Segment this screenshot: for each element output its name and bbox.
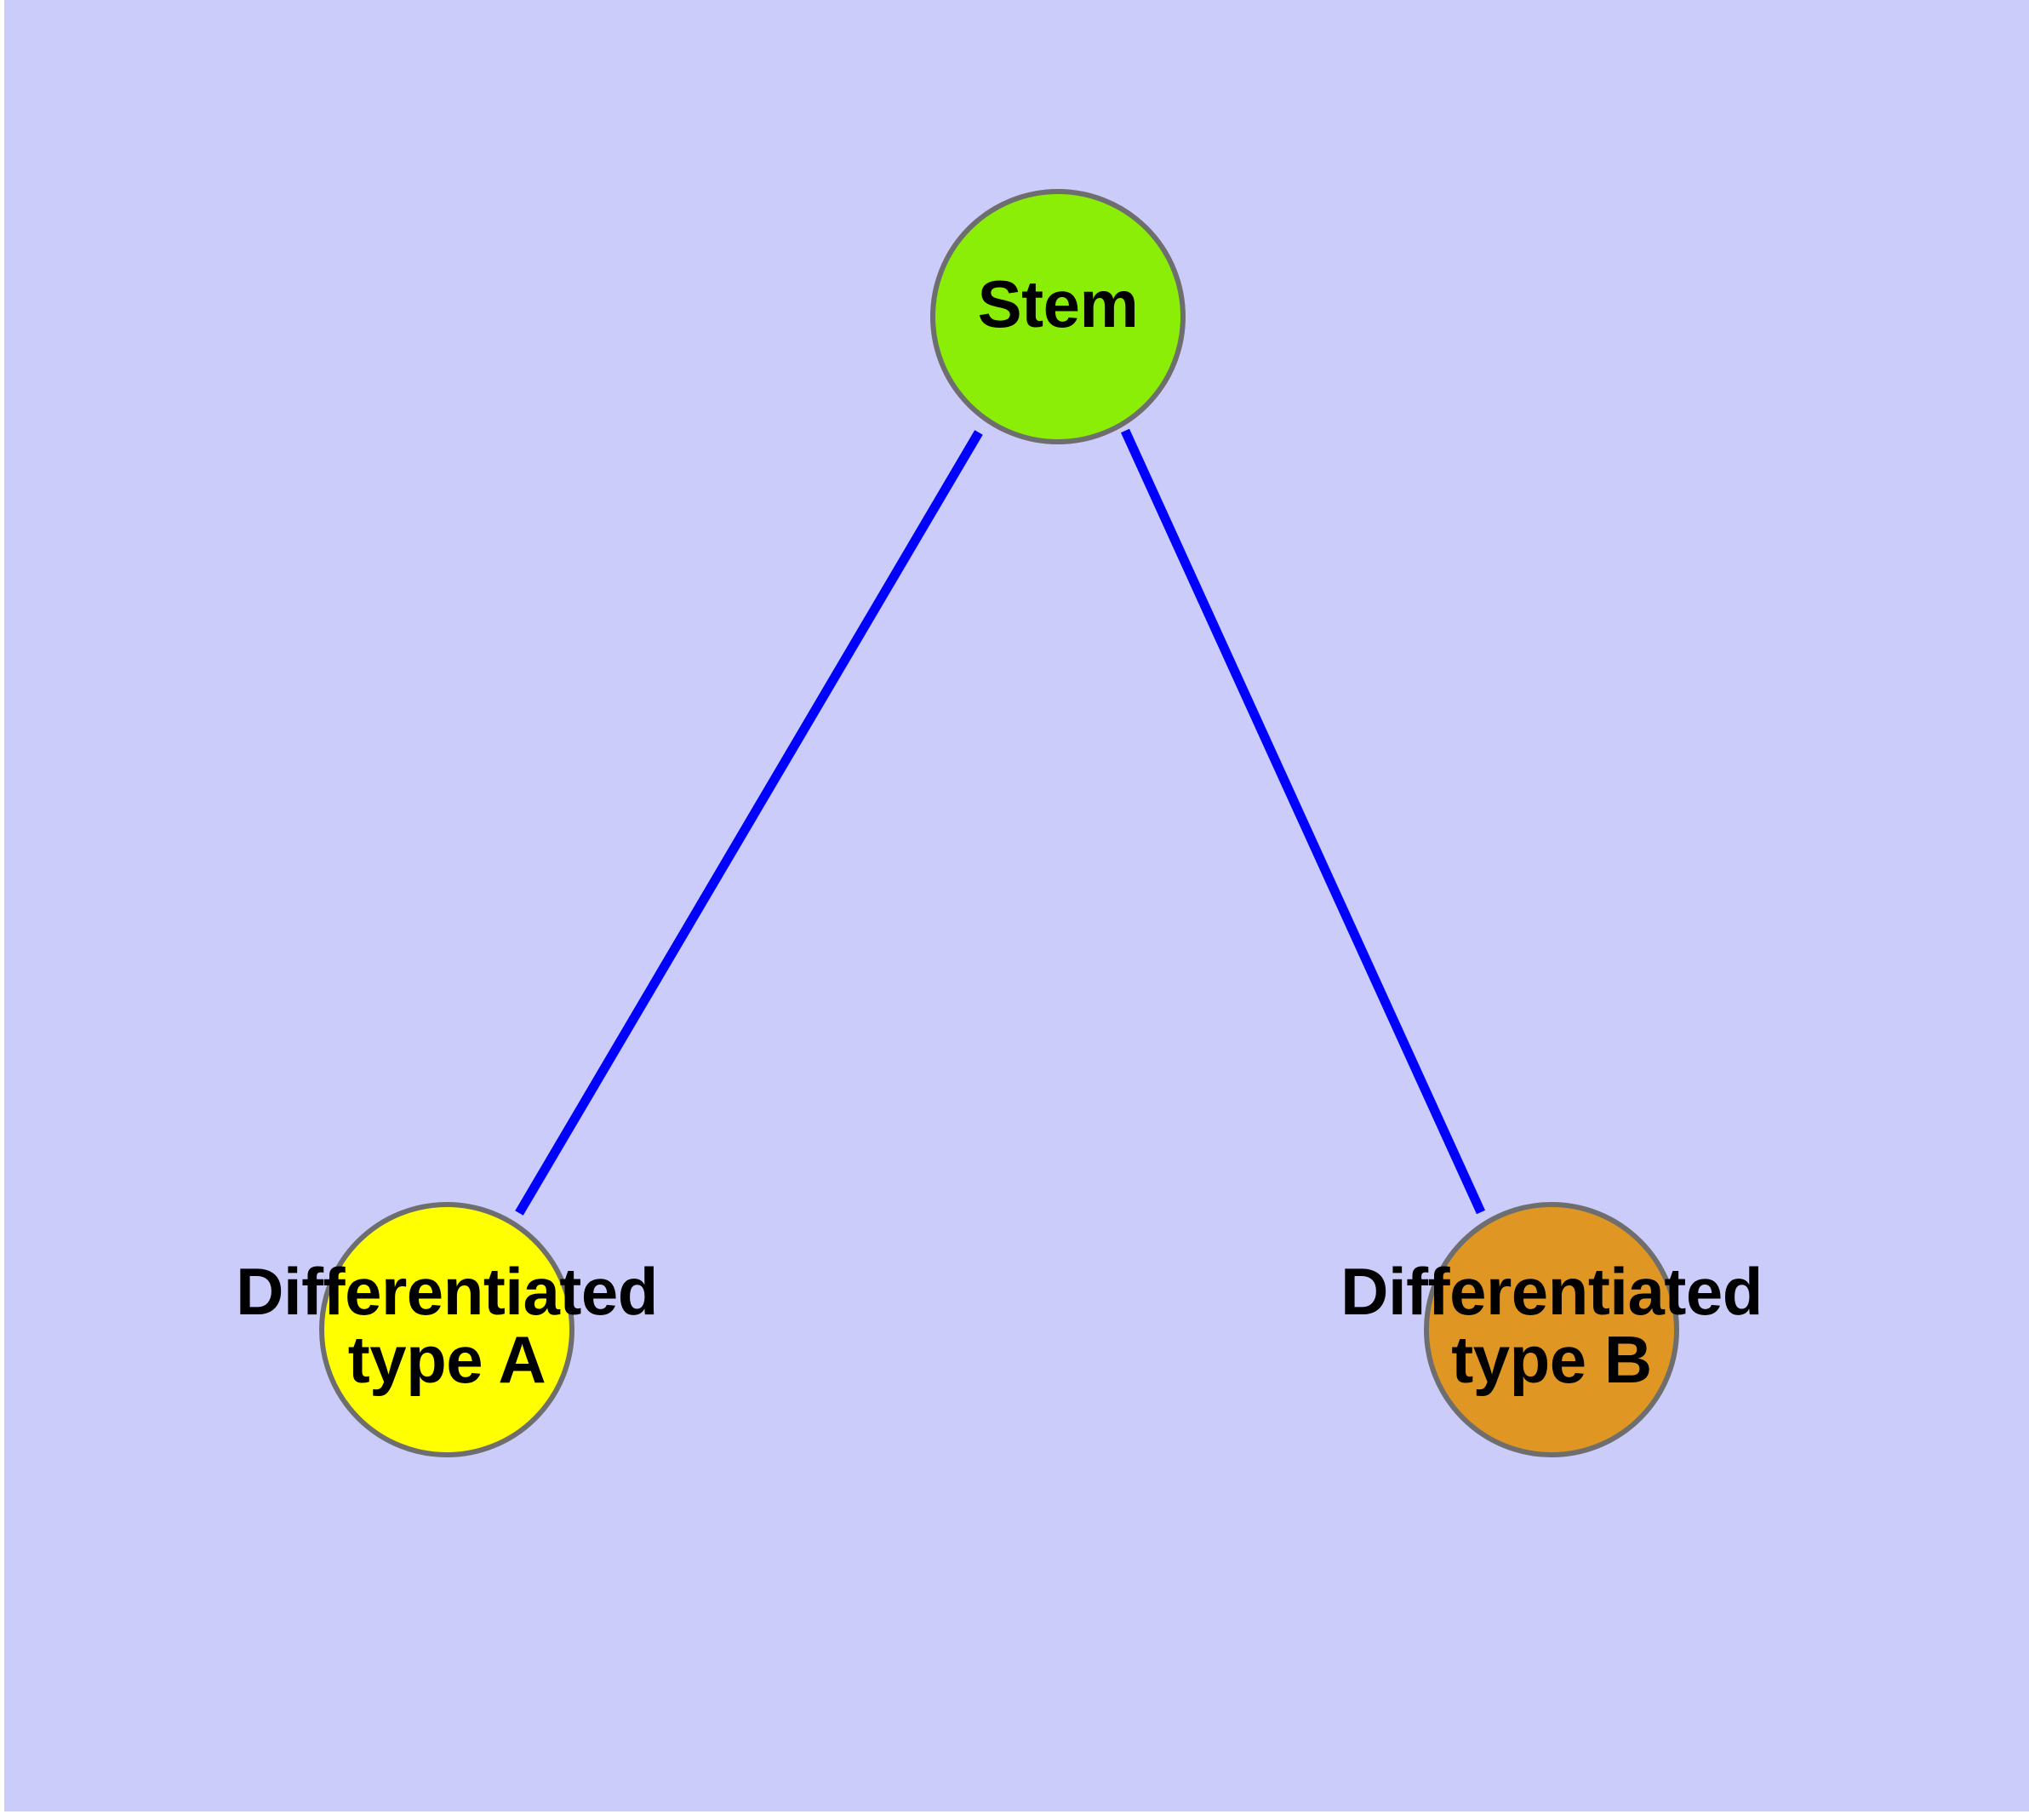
node-differentiated-type-b[interactable] <box>1424 1202 1679 1457</box>
node-stem[interactable] <box>930 189 1186 444</box>
node-label-differentiated-type-b: Differentiated type B <box>1340 1254 1763 1397</box>
graph-canvas[interactable]: Stem Differentiated type A Differentiate… <box>4 0 2029 1811</box>
edge-stem-to-differentiated-type-b <box>1120 428 1486 1215</box>
edge-stem-to-differentiated-type-a <box>515 430 983 1216</box>
node-label-differentiated-type-a: Differentiated type A <box>236 1254 658 1397</box>
node-differentiated-type-a[interactable] <box>319 1202 574 1457</box>
node-label-stem: Stem <box>977 266 1139 341</box>
